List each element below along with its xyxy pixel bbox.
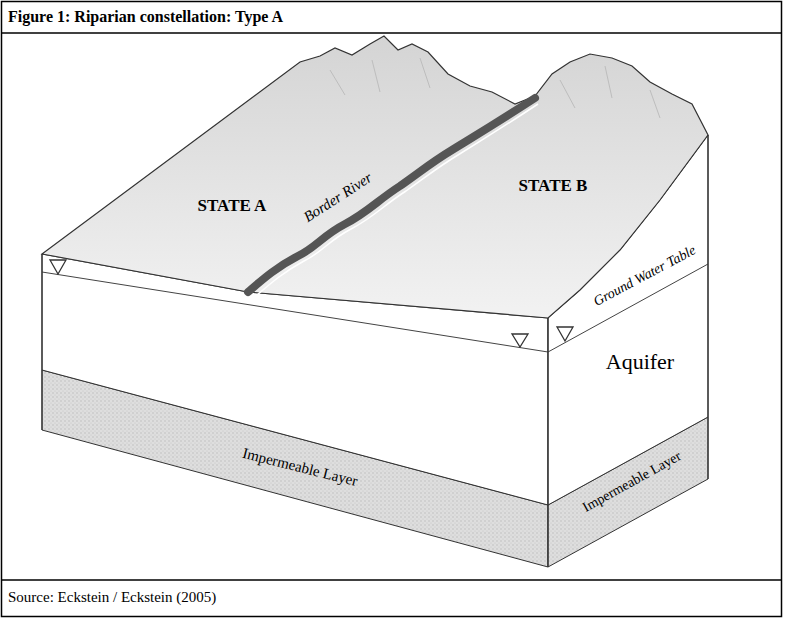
block-edge [707, 135, 708, 479]
land-surface [42, 36, 708, 318]
water-table-symbol [50, 260, 573, 347]
layer-label: Impermeable Layer [241, 445, 360, 490]
figure-title: Figure 1: Riparian constellation: Type A [8, 8, 283, 26]
figure-frame [2, 2, 782, 617]
layer-label: Impermeable Layer [580, 448, 684, 515]
block-edge [547, 318, 548, 567]
figure-caption: Source: Eckstein / Eckstein (2005) [8, 589, 216, 606]
state-label: STATE A [198, 196, 267, 216]
caption-rule [2, 579, 782, 581]
block-edge [41, 254, 42, 430]
state-label: STATE B [519, 176, 588, 196]
mountain-shading [330, 58, 660, 118]
river-bank [256, 104, 538, 296]
aquifer-label: Aquifer [606, 349, 674, 374]
river-label: Border River [301, 169, 376, 226]
border-river [248, 98, 535, 292]
title-rule [2, 32, 782, 34]
water-table-label: Ground Water Table [591, 242, 699, 310]
